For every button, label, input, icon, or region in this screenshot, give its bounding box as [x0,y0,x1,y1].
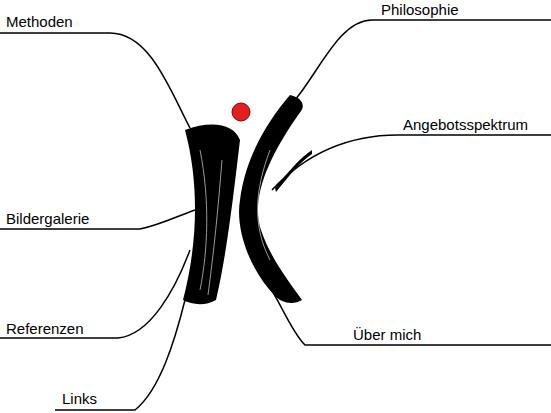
label-slot: Angebotsspektrum [403,116,528,134]
brush-texture [200,150,270,295]
label-slot: Philosophie [381,1,459,19]
brush-wedge [275,150,312,192]
leader-line [295,20,551,100]
brush-streak [258,150,270,260]
leader-line [272,135,551,190]
menu-label: Über mich [353,326,421,343]
brush-stroke-left [183,125,240,305]
label-slot: Bildergalerie [6,210,89,228]
label-slot: Über mich [353,326,421,344]
menu-label: Angebotsspektrum [403,116,528,133]
red-dot [232,103,250,121]
menu-label: Philosophie [381,1,459,18]
label-slot: Referenzen [6,320,84,338]
menu-label: Bildergalerie [6,210,89,227]
label-slot: Links [62,390,97,408]
brush-streak [200,150,207,290]
label-slot: Methoden [6,13,73,31]
menu-label: Methoden [6,13,73,30]
leader-line [0,33,190,128]
leader-line [265,280,551,345]
leader-line [0,210,195,229]
brush-streak [208,160,222,295]
leader-line [55,300,185,410]
menu-label: Referenzen [6,320,84,337]
menu-label: Links [62,390,97,407]
leader-lines [0,20,551,410]
brush-stroke-right [239,95,303,303]
leader-line [0,250,190,338]
